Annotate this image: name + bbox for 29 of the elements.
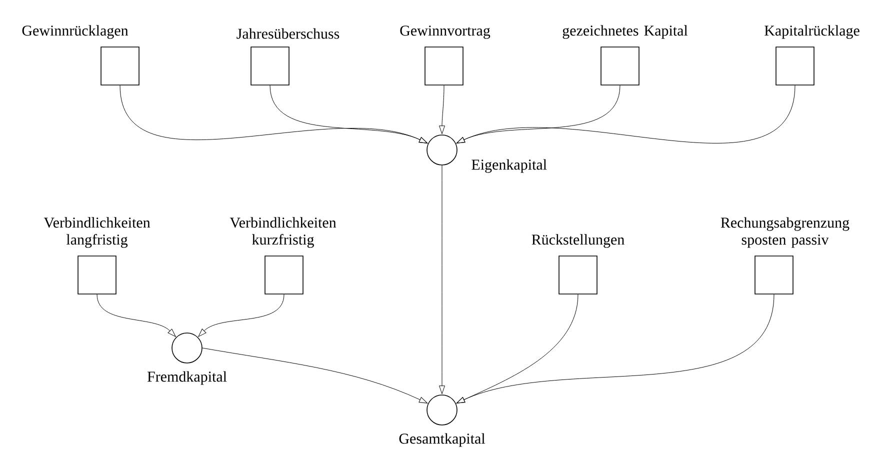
labelled-box: Rechungsabgrenzung sposten passiv [720,217,850,294]
labelled-box: gezeichnetes Kapital [562,25,688,86]
node-label: Eigenkapital [472,159,547,173]
arrow [96,294,176,337]
node-label: Fremdkapital [147,371,227,385]
arrow [439,165,445,394]
node-label: Verbindlichkeiten langfristig [44,217,150,248]
node-label: Gewinnvortrag [400,26,490,39]
labelled-box: Verbindlichkeiten kurzfristig [230,217,336,294]
arrow [439,85,445,134]
node-label: Gesamtkapital [399,433,486,447]
arrow [270,85,428,144]
arrow [456,294,774,404]
labelled-box: Rückstellungen [532,234,624,294]
node-label: Gewinnrücklagen [22,25,128,39]
labelled-box: Verbindlichkeiten langfristig [44,217,150,294]
node-label: Rechungsabgrenzung sposten passiv [720,217,850,248]
labelled-box: Kapitalrücklage [764,25,860,86]
node-label: Verbindlichkeiten kurzfristig [230,217,336,248]
node-label: Kapitalrücklage [764,25,860,39]
arrow [202,348,428,404]
node-label: Jahresüberschuss [236,28,340,39]
node-label: gezeichnetes Kapital [562,25,688,39]
arrow [456,85,796,144]
arrow [198,294,284,337]
labelled-box: Gewinnvortrag [400,26,490,86]
labelled-box: Gewinnrücklagen [22,25,140,86]
labelled-box: Jahresüberschuss [236,28,340,86]
node-label: Rückstellungen [532,234,624,248]
